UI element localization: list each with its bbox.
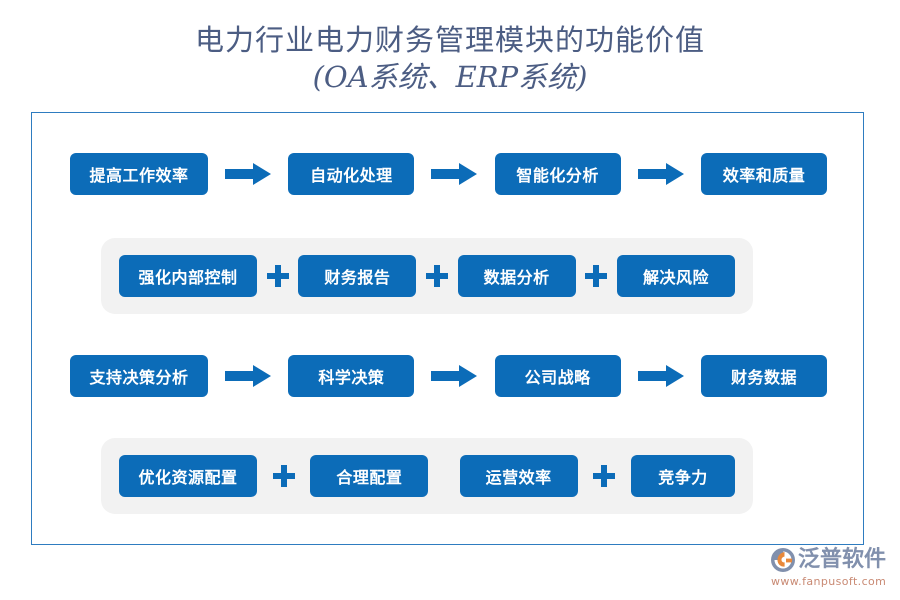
arrow-right-icon bbox=[208, 365, 288, 387]
arrow-right-icon bbox=[621, 163, 701, 185]
node-row3-1[interactable]: 支持决策分析 bbox=[70, 355, 208, 397]
page-title-line-1: 电力行业电力财务管理模块的功能价值 bbox=[194, 23, 705, 57]
row-efficiency: 提高工作效率 自动化处理 智能化分析 效率和质量 bbox=[32, 136, 865, 212]
node-row1-2[interactable]: 自动化处理 bbox=[288, 153, 415, 195]
arrow-right-icon bbox=[208, 163, 288, 185]
arrow-right-icon bbox=[414, 365, 494, 387]
plus-icon bbox=[416, 265, 457, 287]
plus-icon bbox=[576, 265, 617, 287]
node-row3-4[interactable]: 财务数据 bbox=[700, 355, 827, 397]
diagram-frame: 提高工作效率 自动化处理 智能化分析 效率和质量 强化内部控制 财务报告 数据分… bbox=[31, 112, 864, 545]
node-row4-3[interactable]: 运营效率 bbox=[459, 455, 578, 497]
node-row1-1[interactable]: 提高工作效率 bbox=[70, 153, 208, 195]
node-row1-4[interactable]: 效率和质量 bbox=[700, 153, 827, 195]
plus-icon bbox=[257, 465, 310, 487]
company-logo: 泛普软件 www.fanpusoft.com bbox=[770, 546, 892, 592]
node-row3-3[interactable]: 公司战略 bbox=[494, 355, 621, 397]
row-decision-support: 支持决策分析 科学决策 公司战略 财务数据 bbox=[32, 338, 865, 414]
node-row3-2[interactable]: 科学决策 bbox=[288, 355, 415, 397]
node-row4-2[interactable]: 合理配置 bbox=[310, 455, 429, 497]
row-resource-allocation: 优化资源配置 合理配置 运营效率 竞争力 bbox=[101, 438, 753, 514]
node-row2-4[interactable]: 解决风险 bbox=[616, 255, 735, 297]
arrow-right-icon bbox=[621, 365, 701, 387]
node-row4-1[interactable]: 优化资源配置 bbox=[119, 455, 257, 497]
plus-icon bbox=[257, 265, 298, 287]
fanpu-swirl-logo-icon bbox=[770, 547, 796, 573]
logo-company-name: 泛普软件 bbox=[798, 547, 887, 572]
page-title: 电力行业电力财务管理模块的功能价值 (OA系统、ERP系统) bbox=[0, 22, 900, 96]
page-title-line-2: (OA系统、ERP系统) bbox=[312, 60, 588, 95]
node-row2-1[interactable]: 强化内部控制 bbox=[119, 255, 257, 297]
row-internal-control: 强化内部控制 财务报告 数据分析 解决风险 bbox=[101, 238, 753, 314]
node-row2-3[interactable]: 数据分析 bbox=[457, 255, 576, 297]
node-row2-2[interactable]: 财务报告 bbox=[298, 255, 417, 297]
node-row4-4[interactable]: 竞争力 bbox=[630, 455, 735, 497]
logo-website-url: www.fanpusoft.com bbox=[771, 575, 887, 588]
logo-top-row: 泛普软件 bbox=[770, 546, 892, 574]
arrow-right-icon bbox=[414, 163, 494, 185]
plus-icon bbox=[578, 465, 631, 487]
node-row1-3[interactable]: 智能化分析 bbox=[494, 153, 621, 195]
